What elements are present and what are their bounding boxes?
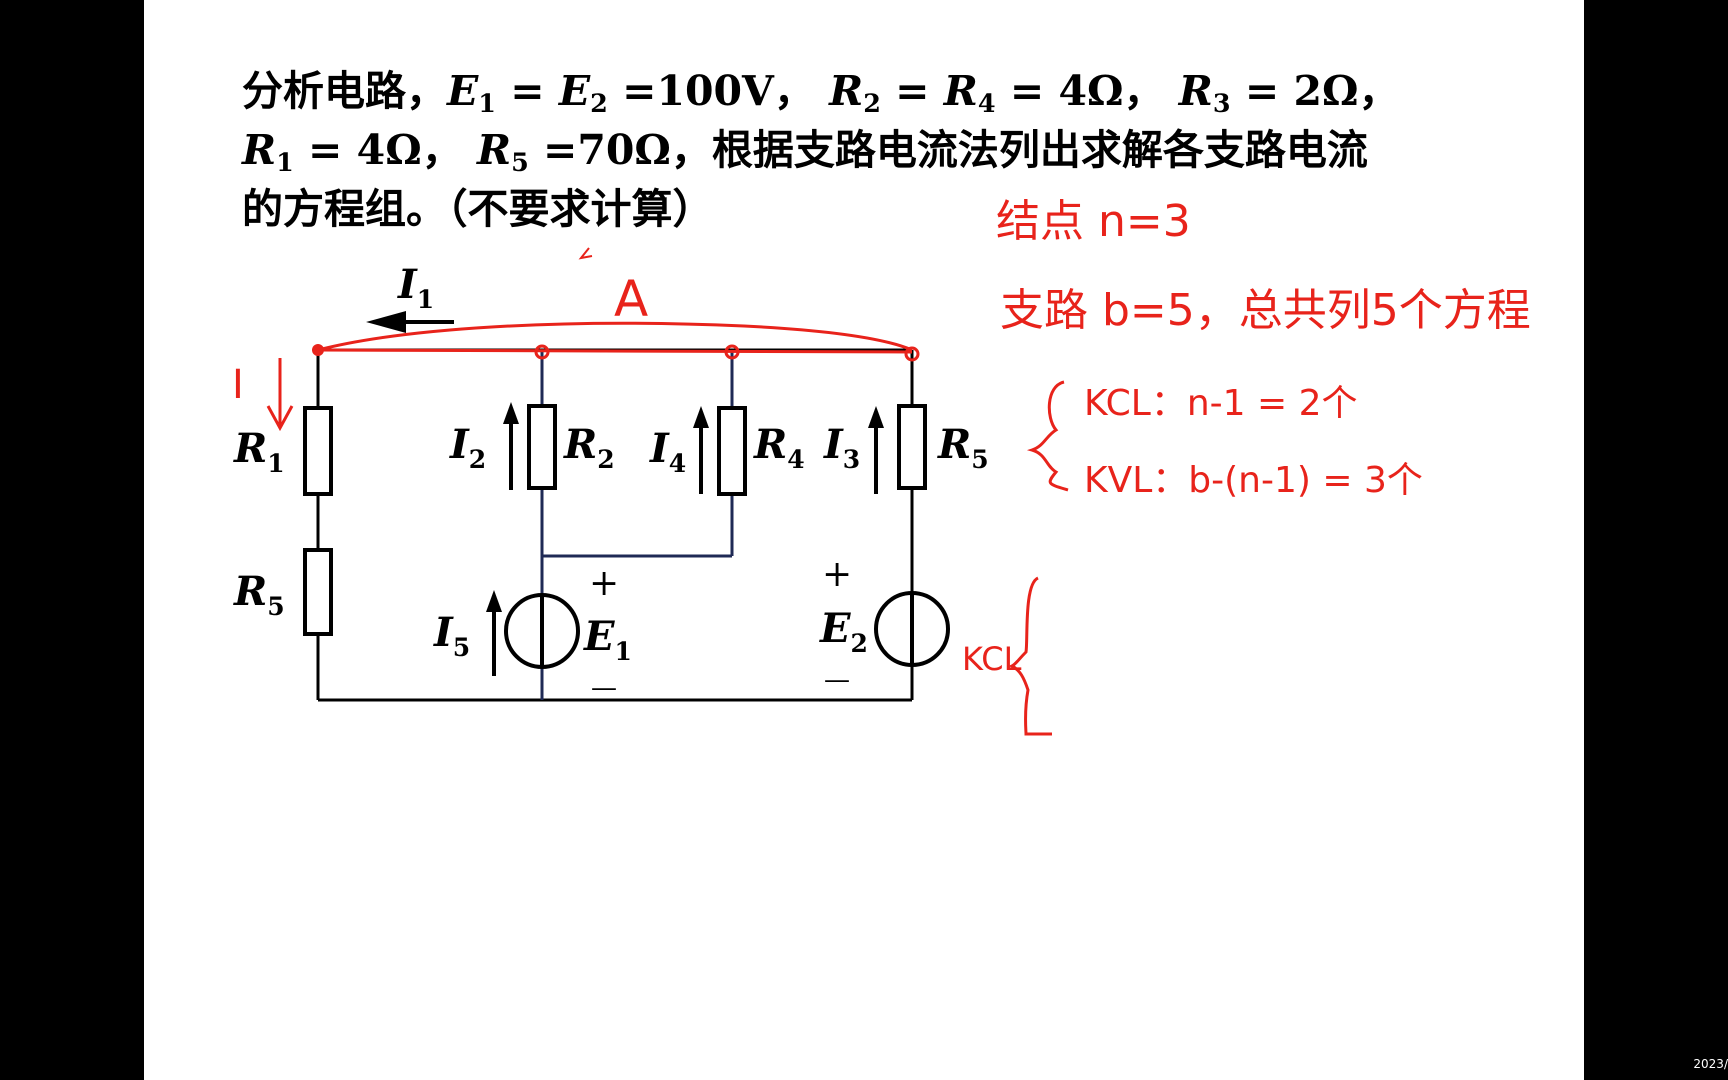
label-e1: E1 [583, 613, 632, 666]
node-dot-4 [904, 346, 920, 362]
kcl-brace [1008, 576, 1052, 736]
current-down-arrow [266, 358, 294, 432]
resistor-r5-left [303, 548, 333, 636]
circuit-diagram: I1 R1 R5 I2 R2 I4 R4 I3 R5 I5 E1 E2 + — … [232, 196, 1531, 736]
handwritten-annotations: A I 结点 n=3 支路 b=5，总共列5个方程 KCL：n-1 = 2个 K… [232, 196, 1531, 736]
resistor-r2 [527, 404, 557, 490]
equation-brace [1026, 380, 1069, 492]
note-kcl: KCL：n-1 = 2个 [1084, 383, 1358, 424]
i4-arrow-head [693, 406, 709, 428]
label-r2: R2 [563, 421, 615, 474]
resistor-r4 [717, 406, 747, 496]
small-arrow-mark [578, 247, 593, 260]
i2-arrow-head [503, 402, 519, 424]
label-i2: I2 [449, 421, 486, 474]
e2-plus: + [822, 554, 852, 595]
label-e2: E2 [819, 605, 868, 658]
resistor-r1 [303, 406, 333, 496]
problem-line-2: R1 = 4Ω， R5 =70Ω，根据支路电流法列出求解各支路电流 [242, 126, 1368, 178]
inner-loop-wires [540, 350, 734, 700]
note-branches: 支路 b=5，总共列5个方程 [1000, 285, 1531, 336]
node-dot-1 [312, 344, 324, 356]
label-r5-left: R5 [233, 568, 285, 621]
problem-line-3: 的方程组。（不要求计算） [242, 185, 714, 233]
node-dot-3 [724, 344, 740, 360]
label-i5: I5 [433, 609, 470, 662]
current-label-i: I [232, 362, 244, 408]
timestamp: 2023/ [1693, 1057, 1728, 1071]
node-a-overline [317, 348, 913, 354]
label-r5-right: R5 [937, 421, 989, 474]
e1-plus: + [589, 563, 619, 604]
label-i3: I3 [823, 421, 860, 474]
label-i1: I1 [397, 261, 434, 314]
label-r1: R1 [233, 425, 285, 478]
note-nodes: 结点 n=3 [996, 196, 1191, 247]
problem-statement: 分析电路，E1 = E2 =100V， R2 = R4 = 4Ω， R3 = 2… [242, 62, 1542, 239]
e1-minus: — [591, 673, 617, 703]
node-label-a: A [614, 270, 648, 328]
node-a-curve [317, 321, 913, 352]
problem-line-1: 分析电路，E1 = E2 =100V， R2 = R4 = 4Ω， R3 = 2… [242, 67, 1400, 119]
slide: 分析电路，E1 = E2 =100V， R2 = R4 = 4Ω， R3 = 2… [144, 0, 1584, 1080]
resistor-r5-right [897, 404, 927, 490]
note-kcl-side: KCL [962, 640, 1022, 678]
i5-arrow-head [486, 590, 502, 612]
i3-arrow-head [868, 406, 884, 428]
label-r4: R4 [753, 421, 805, 474]
note-kvl: KVL：b-(n-1) = 3个 [1084, 460, 1423, 501]
label-i4: I4 [649, 425, 686, 478]
node-dot-2 [534, 344, 550, 360]
e2-minus: — [824, 665, 850, 695]
i1-arrow-head [366, 311, 406, 333]
